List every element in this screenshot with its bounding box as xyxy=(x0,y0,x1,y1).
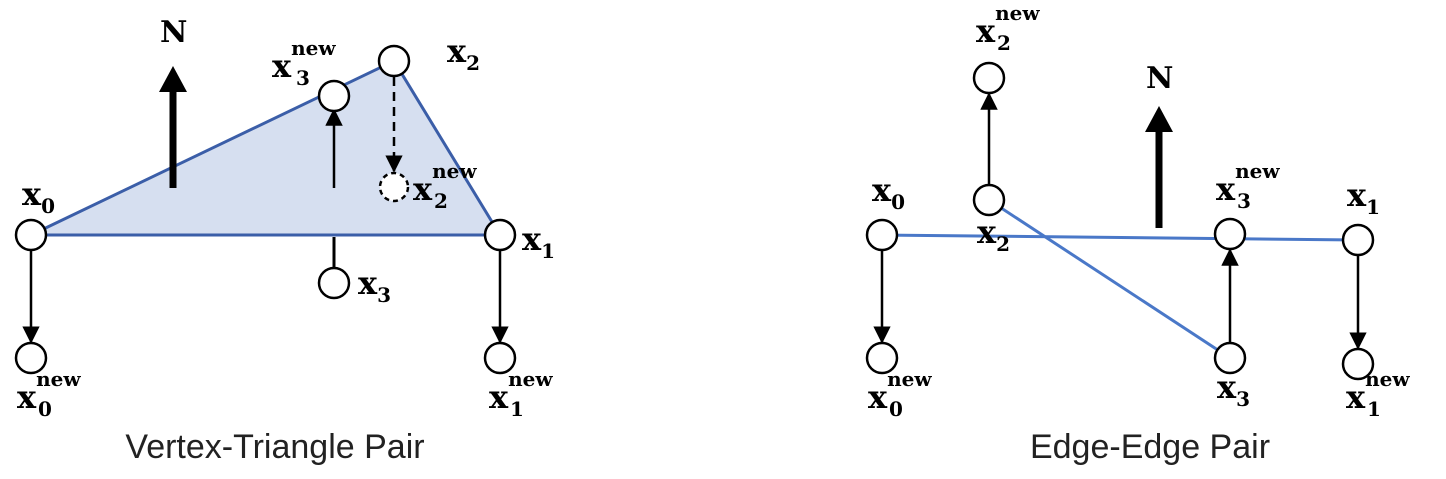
label-x3: x3 xyxy=(358,264,391,307)
vertex-x1-new xyxy=(1341,347,1375,381)
label-x2: x2 xyxy=(447,32,480,75)
label-x2: x2 xyxy=(977,213,1010,256)
label-x3: x3 xyxy=(1217,368,1250,411)
normal-arrow xyxy=(1145,106,1173,228)
label-x0: x0 xyxy=(22,175,55,218)
normal-label: N xyxy=(1146,61,1173,96)
vertex-x1 xyxy=(483,218,517,252)
edge-x2-x3 xyxy=(988,198,1231,360)
vertex-x0 xyxy=(14,218,48,252)
vertex-x2 xyxy=(972,183,1006,217)
caption-vertex-triangle: Vertex-Triangle Pair xyxy=(125,428,424,466)
normal-label: N xyxy=(160,15,187,50)
label-x1: x1 xyxy=(1347,176,1380,219)
vertex-x3-new xyxy=(1213,217,1247,251)
vertex-x1 xyxy=(1341,223,1375,257)
edge-x0-x1 xyxy=(881,233,1359,242)
vertex-x2 xyxy=(377,44,411,78)
caption-edge-edge: Edge-Edge Pair xyxy=(1030,428,1270,466)
normal-arrow xyxy=(159,66,187,188)
vertex-x2-new xyxy=(972,61,1006,95)
vertex-x3-new xyxy=(317,79,351,113)
label-x0: x0 xyxy=(872,171,905,214)
vertex-x0 xyxy=(865,218,899,252)
vertex-x0-new xyxy=(14,341,48,375)
vertex-x3 xyxy=(1213,341,1247,375)
vertex-x1-new xyxy=(483,341,517,375)
vertex-x3 xyxy=(317,266,351,300)
vertex-x0-new xyxy=(865,341,899,375)
vertex-x2-new xyxy=(378,171,410,203)
label-x1: x1 xyxy=(522,220,555,263)
triangle-face xyxy=(30,59,503,237)
